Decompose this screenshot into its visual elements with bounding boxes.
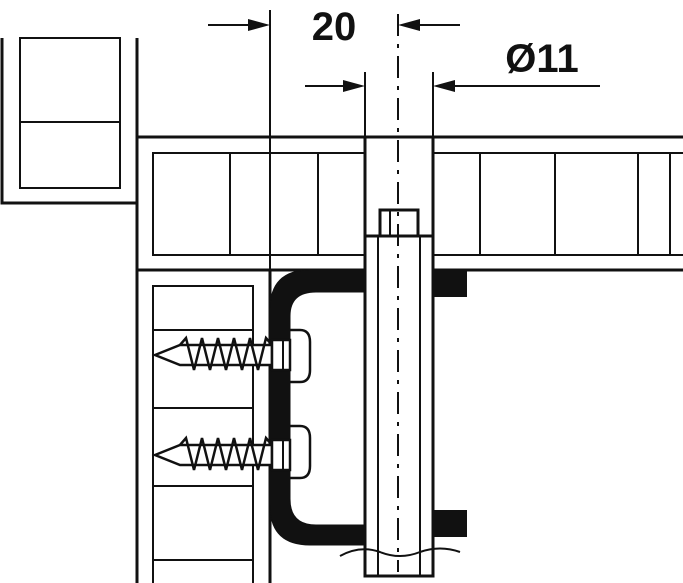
screw-upper [151,335,292,372]
width-dimension-label: 20 [312,5,357,49]
horizontal-panel [135,135,683,272]
screw-lower [151,435,292,472]
diameter-dimension-label: Ø11 [505,37,578,81]
vertical-side-panel [135,270,272,583]
dimension-diameter: Ø11 [305,37,600,137]
mounting-bracket [269,269,467,546]
dimension-width: 20 [208,5,460,270]
rod-pin [339,14,461,578]
upper-left-cabinet [0,37,139,205]
